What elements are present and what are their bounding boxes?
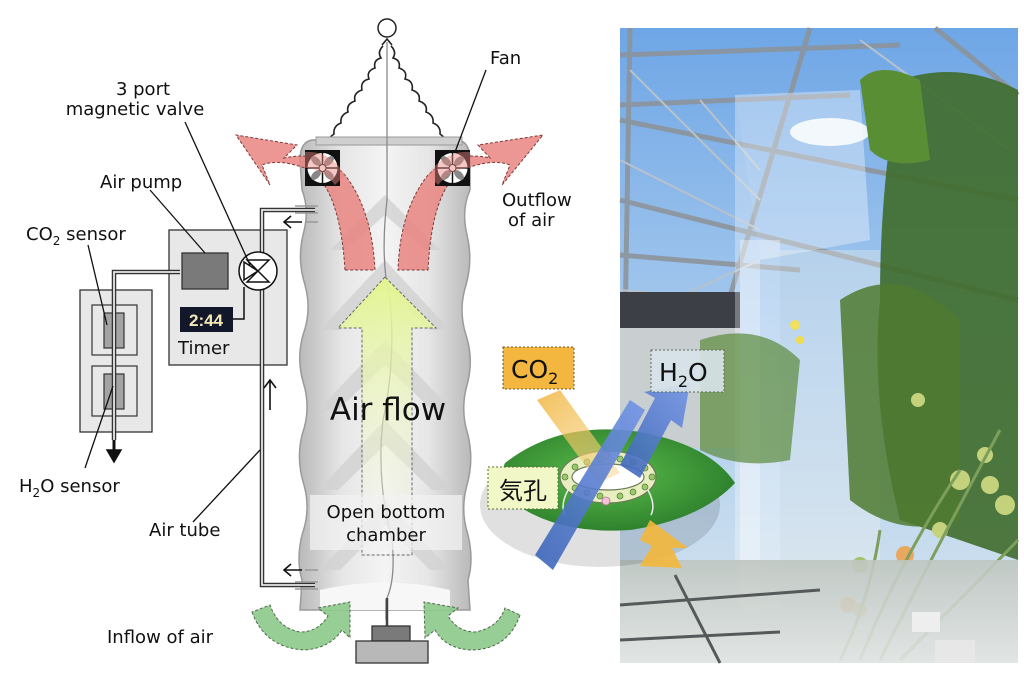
inflow-label: Inflow of air	[107, 627, 214, 648]
fan-left	[305, 150, 340, 186]
air-flow-label: Air flow	[330, 392, 446, 428]
tomato-plants	[700, 70, 1020, 662]
co2-arrow-exit	[640, 520, 688, 568]
h2o-box	[650, 349, 725, 393]
exhaust-arrow-icon	[105, 449, 123, 464]
hanger-ring	[377, 18, 397, 38]
chamber-label-line2: chamber	[346, 525, 426, 546]
timer-display-value: 2:44	[189, 311, 224, 330]
outflow-arrow-right	[397, 134, 545, 271]
co2-label: CO2	[511, 355, 558, 388]
air-pump-label: Air pump	[100, 172, 182, 193]
h2o-label: H2O	[659, 358, 708, 391]
weight-top	[371, 625, 411, 642]
stomata-label: 気孔	[499, 477, 547, 505]
inflow-arrow-right	[423, 601, 521, 651]
co2-sensor-label: CO2 sensor	[26, 224, 126, 248]
flow-arrow-up	[263, 378, 277, 410]
chamber-label-bg	[310, 495, 462, 550]
co2-box	[502, 346, 575, 390]
stomata-box	[487, 466, 559, 510]
timer-display	[180, 307, 233, 332]
timer-label: Timer	[177, 338, 230, 359]
h2o-arrow-icon	[620, 383, 690, 478]
fan-icon	[435, 150, 470, 186]
suspension-wire	[326, 37, 448, 145]
flow-arrow-bottom	[282, 563, 302, 577]
chamber-label-line1: Open bottom	[327, 502, 446, 523]
inflow-arrow-left	[251, 601, 351, 651]
inflow-arrows	[251, 601, 521, 651]
outflow-label-line1: Outflow	[502, 190, 572, 211]
h2o-sensor-label: H2O sensor	[19, 476, 120, 500]
top-rail	[315, 136, 463, 146]
fan-label: Fan	[490, 48, 521, 69]
valve-icon	[238, 251, 278, 291]
greenhouse-photo	[619, 26, 1020, 664]
weight-base	[355, 640, 429, 664]
valve-label-line1: 3 port	[116, 79, 170, 100]
outflow-label-line2: of air	[508, 210, 555, 231]
air-tube-label: Air tube	[149, 520, 220, 541]
flow-arrow-top	[282, 215, 302, 229]
air-pump-icon	[181, 252, 229, 290]
h2o-arrow-lower	[535, 400, 645, 570]
air-flow-arrow	[336, 276, 438, 556]
valve-label-line2: magnetic valve	[66, 99, 205, 120]
